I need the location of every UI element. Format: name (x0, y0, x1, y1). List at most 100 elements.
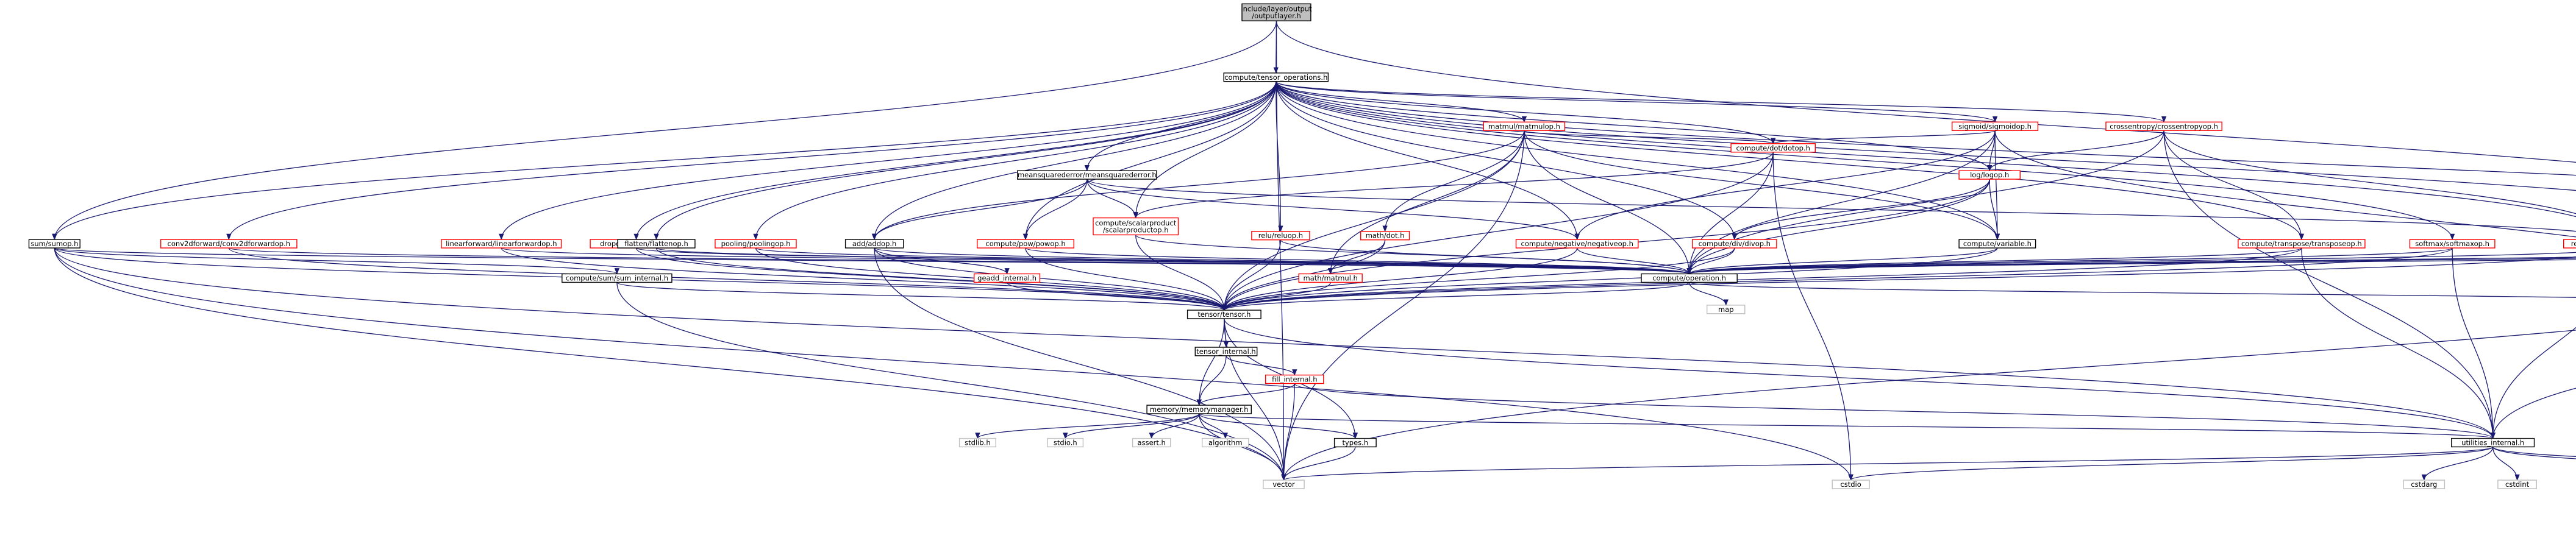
edge-memorymanager-to-stdlib (975, 413, 1200, 439)
edge-variable-to-operation (1686, 247, 1998, 275)
node-label: compute/tensor_operations.h (1224, 73, 1327, 82)
edge-matmul-to-dotop (1524, 130, 1775, 144)
node-matmul[interactable]: matmul/matmulop.h (1483, 121, 1566, 131)
edge-root-to-layer (1276, 21, 2576, 163)
edge-tensor-operations-to-mse (1084, 81, 1277, 172)
node-mse[interactable]: meansquarederror/meansquarederror.h (1016, 170, 1157, 180)
node-cstdint[interactable]: cstdint (2497, 479, 2537, 489)
node-box (1132, 437, 1171, 448)
edge-matmul-to-add (872, 130, 1525, 241)
node-label: include/layer/output (1241, 5, 1312, 13)
node-transpose[interactable]: compute/transpose/transposeop.h (2238, 239, 2366, 249)
node-stdlib[interactable]: stdlib.h (958, 437, 996, 448)
edge-transpose-to-utilities-internal (2301, 247, 2496, 439)
node-label: flatten/flattenop.h (624, 239, 688, 248)
node-cstdio[interactable]: cstdio (1832, 479, 1870, 489)
edge-sum-internal-to-tensor (616, 281, 1227, 311)
edge-utilities-internal-to-deque (2492, 446, 2576, 457)
edge-operation-to-string (1688, 281, 2576, 298)
node-stdio[interactable]: stdio.h (1047, 437, 1084, 448)
edge-fill-internal-to-vector (1281, 383, 1295, 481)
edge-tensor-operations-to-crossentropy (1276, 81, 2166, 123)
edge-fill-internal-to-utilities-internal (1294, 383, 2496, 439)
edge-pow-to-tensor (1025, 247, 1227, 311)
node-layer: include/layer/output/outputlayer.h comput… (28, 3, 2576, 489)
node-vector[interactable]: vector (1263, 479, 1305, 489)
edge-sigmoid-to-negative (1574, 130, 1996, 241)
edge-flatten-to-tensor (655, 247, 1227, 311)
node-dot-plain[interactable]: math/dot.h (1360, 231, 1410, 241)
node-algorithm[interactable]: algorithm (1201, 437, 1249, 448)
node-tensor[interactable]: tensor/tensor.h (1186, 309, 1261, 319)
edge-tensor-operations-to-relu (1276, 81, 1283, 232)
node-box (1223, 72, 1329, 82)
node-negative[interactable]: compute/negative/negativeop.h (1515, 239, 1639, 249)
node-label: compute/negative/negativeop.h (1521, 239, 1633, 248)
node-tensor-operations[interactable]: compute/tensor_operations.h (1223, 72, 1329, 82)
node-root[interactable]: include/layer/output/outputlayer.h (1241, 3, 1312, 21)
node-label: sum/sumop.h (30, 239, 78, 248)
node-sigmoid[interactable]: sigmoid/sigmoidop.h (1951, 121, 2039, 131)
node-label: conv2dforward/conv2dforwardop.h (168, 239, 290, 248)
node-label: relu/reluop.h (1258, 232, 1303, 240)
edge-utilities-internal-to-cstdio (1848, 446, 2494, 481)
node-log[interactable]: log/logop.h (1958, 170, 2021, 180)
node-assert[interactable]: assert.h (1132, 437, 1171, 448)
node-utilities-internal[interactable]: utilities_internal.h (2451, 437, 2535, 448)
node-scalarproduct[interactable]: compute/scalarproduct/scalarproductop.h (1093, 217, 1179, 236)
edge-variable-to-tensor (1221, 247, 1998, 311)
node-cstdarg[interactable]: cstdarg (2403, 479, 2446, 489)
edge-scalarproduct-to-tensor (1135, 235, 1227, 311)
node-map[interactable]: map (1706, 305, 1746, 314)
node-label: math/matmul.h (1304, 274, 1358, 283)
node-sum[interactable]: sum/sumop.h (28, 239, 80, 249)
node-flatten[interactable]: flatten/flattenop.h (617, 239, 696, 249)
node-label: crossentropy/crossentropyop.h (2110, 122, 2218, 130)
edge-memorymanager-to-algorithm (1199, 413, 1228, 439)
node-label: compute/div/divop.h (1699, 239, 1771, 248)
node-box (1691, 239, 1777, 249)
node-gead[interactable]: geadd_internal.h (973, 273, 1041, 283)
edge-utilities-internal-to-set (2492, 446, 2576, 459)
edge-matmul-to-variable (1524, 130, 2000, 241)
node-add[interactable]: add/addop.h (844, 239, 904, 249)
edge-tensor-internal-to-memorymanager (1196, 355, 1227, 406)
node-dotop[interactable]: compute/dot/dotop.h (1730, 143, 1816, 153)
edge-tensor-operations-to-softmax (1276, 81, 2455, 241)
node-reducesum[interactable]: reducesum/reducesumop.h (2563, 239, 2576, 249)
edge-layer-to-vector (1281, 330, 2576, 481)
node-linear[interactable]: linearforward/linearforwardop.h (441, 239, 562, 249)
node-label: /scalarproductop.h (1103, 225, 1169, 234)
node-label: add/addop.h (852, 239, 896, 248)
node-softmax[interactable]: softmax/softmaxop.h (2409, 239, 2496, 249)
edge-relu-to-operation (1280, 239, 1692, 275)
edge-tensor-to-utilities-internal (1224, 319, 2496, 439)
node-tensor-internal[interactable]: tensor_internal.h (1194, 347, 1258, 356)
node-operation[interactable]: compute/operation.h (1641, 273, 1738, 283)
node-mathmul[interactable]: math/matmul.h (1298, 273, 1363, 283)
node-box (1194, 347, 1258, 356)
node-sum-internal[interactable]: compute/sum/sum_internal.h (562, 273, 673, 283)
node-conv2d[interactable]: conv2dforward/conv2dforwardop.h (160, 239, 298, 249)
node-box (1333, 437, 1377, 448)
edge-dotop-to-tensor (1221, 152, 1774, 311)
edge-mse-to-add (872, 179, 1088, 241)
node-label: geadd_internal.h (977, 274, 1036, 283)
node-label: compute/transpose/transposeop.h (2241, 239, 2362, 248)
node-variable[interactable]: compute/variable.h (1958, 239, 2036, 249)
node-box (2451, 437, 2535, 448)
node-fill-internal[interactable]: fill_internal.h (1265, 374, 1324, 384)
node-box (1047, 437, 1084, 448)
edge-tensor-operations-to-sum (52, 81, 1277, 241)
edge-dotop-to-cstdio (1772, 152, 1854, 481)
node-relu[interactable]: relu/reluop.h (1251, 231, 1310, 241)
edge-add-to-tensor (874, 247, 1227, 311)
edge-tensor-operations-to-linear (499, 81, 1277, 241)
edge-tensor-operations-to-negative (1276, 81, 1580, 241)
node-crossentropy[interactable]: crossentropy/crossentropyop.h (2105, 121, 2222, 131)
node-div[interactable]: compute/div/divop.h (1691, 239, 1777, 249)
node-pooling[interactable]: pooling/poolingop.h (715, 239, 797, 249)
node-types[interactable]: types.h (1333, 437, 1377, 448)
node-memorymanager[interactable]: memory/memorymanager.h (1146, 405, 1252, 414)
node-pow[interactable]: compute/pow/powop.h (977, 239, 1075, 249)
